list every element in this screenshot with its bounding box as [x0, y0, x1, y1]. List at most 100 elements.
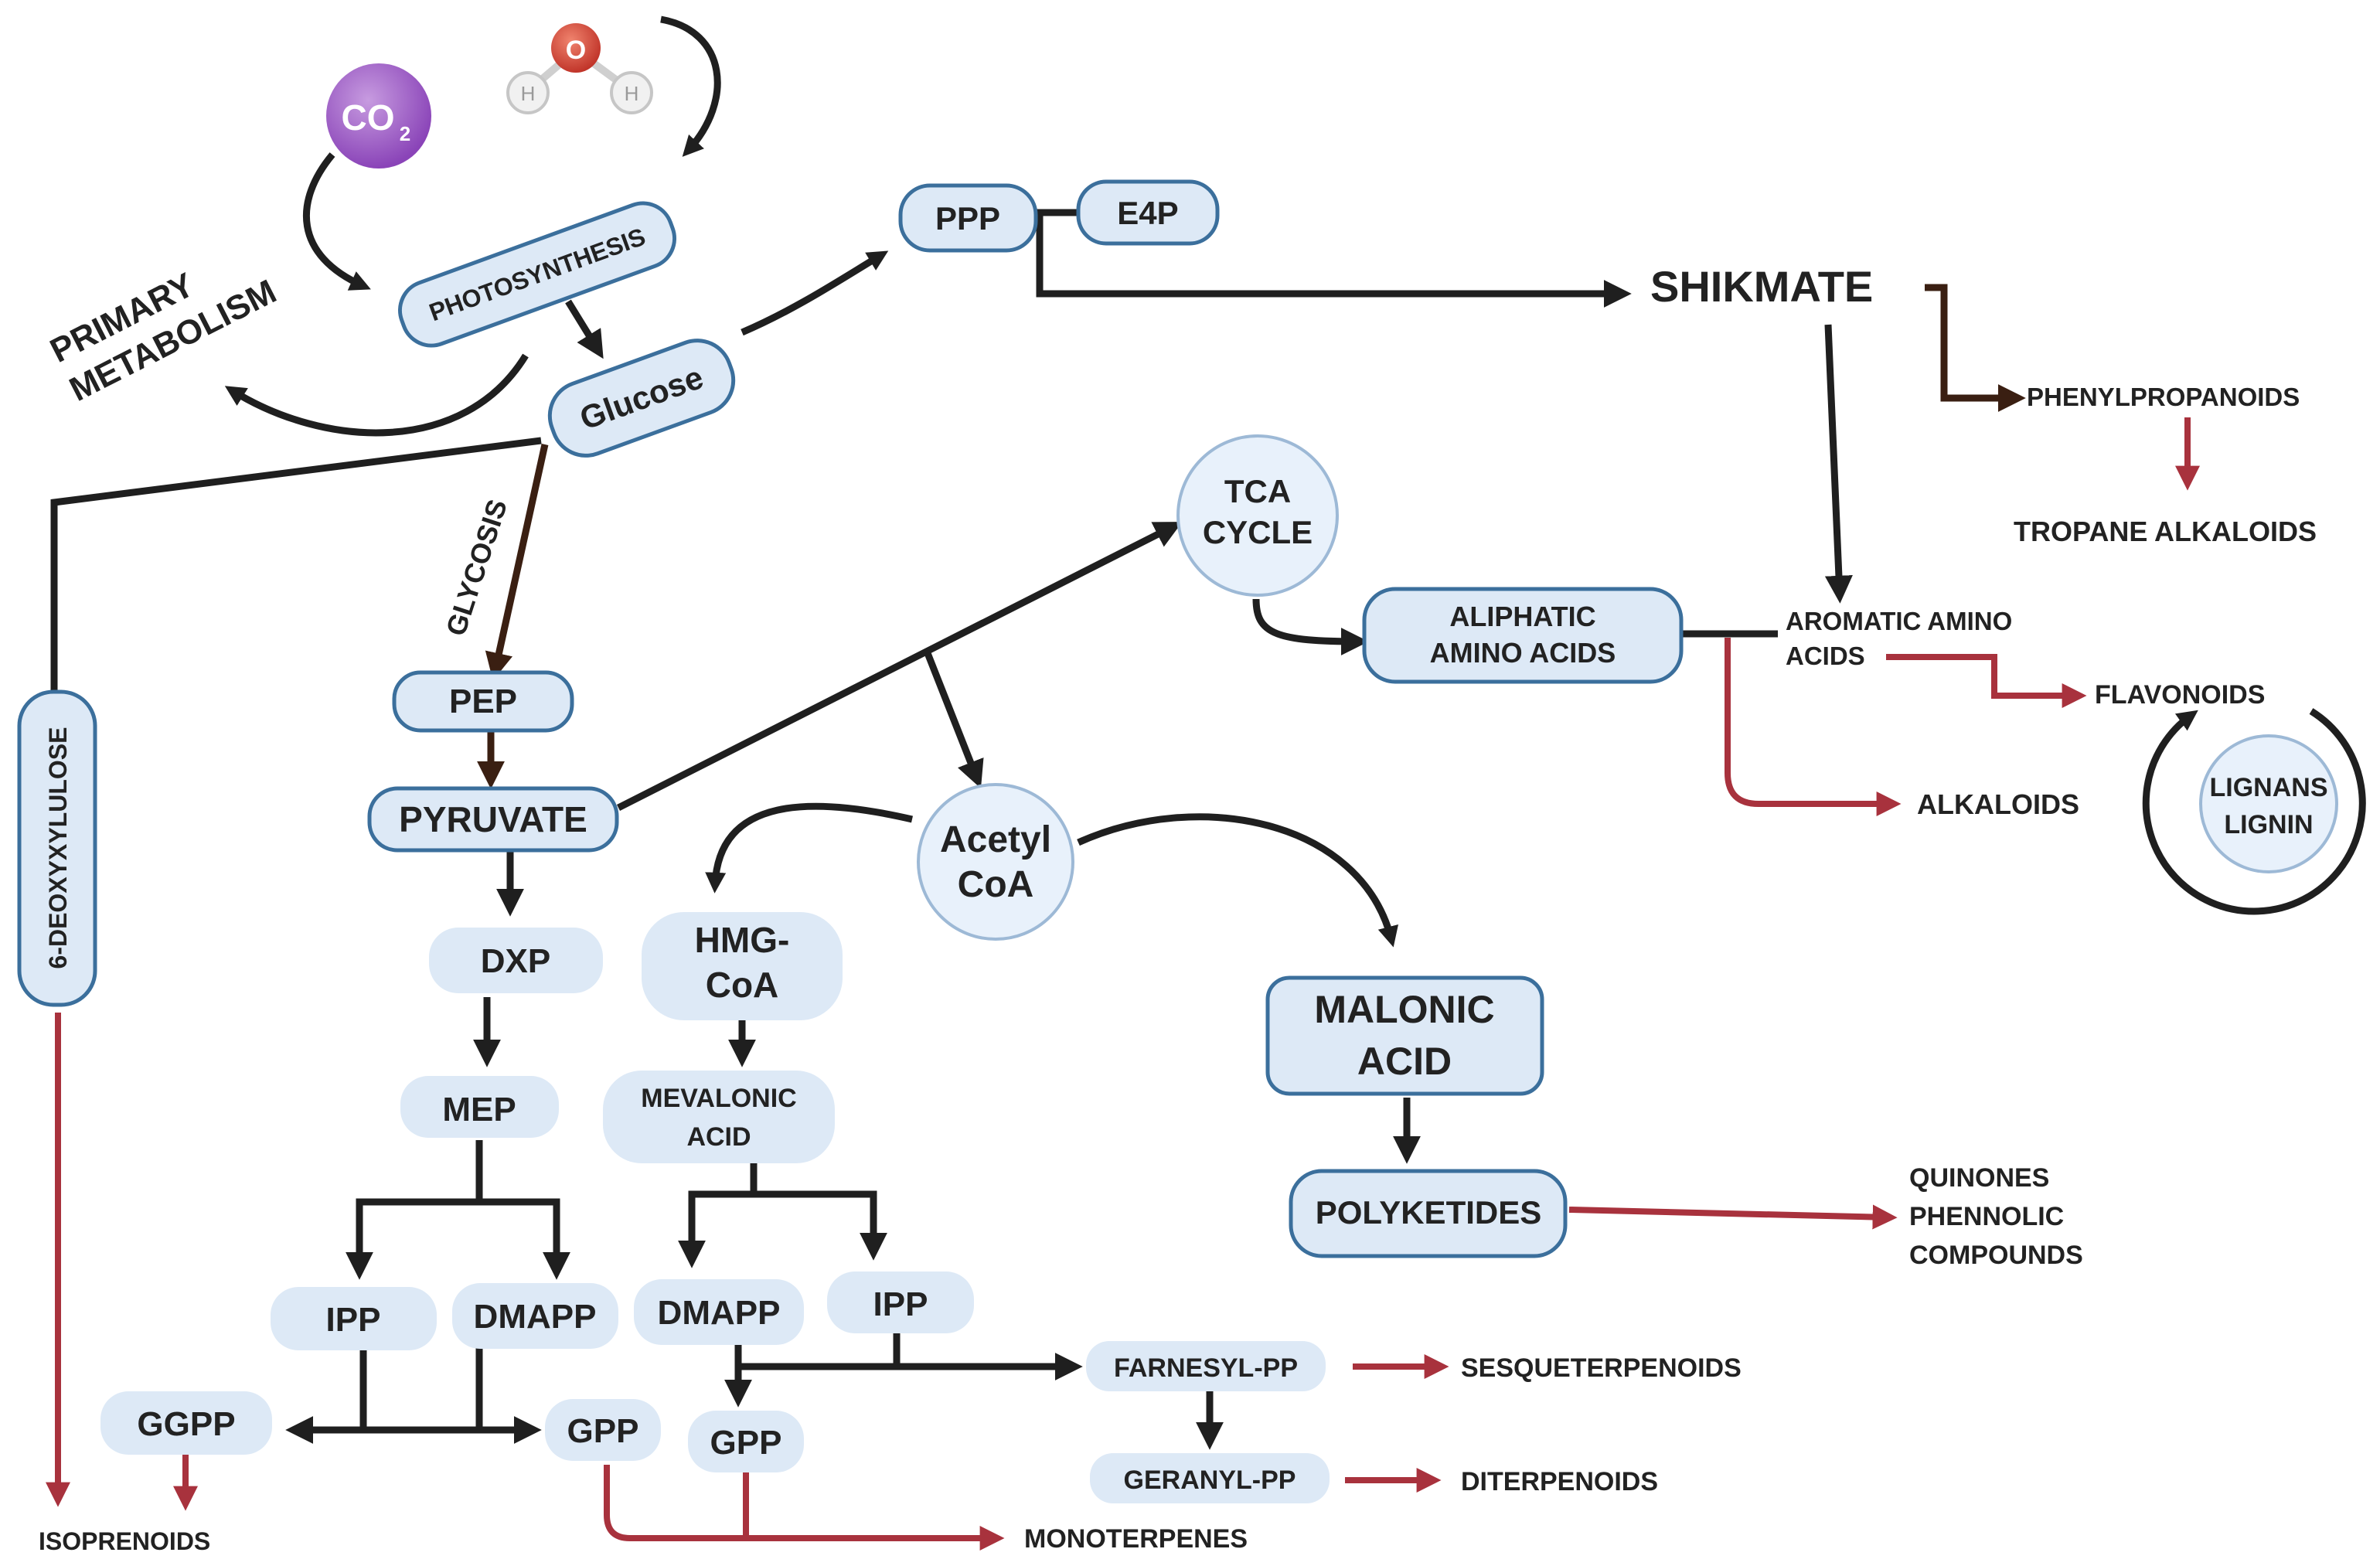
gpp-left-node[interactable]: GPP [545, 1399, 661, 1461]
diterpenoids-label: DITERPENOIDS [1461, 1467, 1658, 1496]
hydrogen-label-2: H [625, 82, 639, 105]
connectors [46, 15, 2366, 1551]
gpp-right-node[interactable]: GPP [688, 1411, 804, 1472]
gpp-left-label: GPP [567, 1412, 639, 1450]
malonic-acid-node[interactable]: MALONIC ACID [1265, 975, 1544, 1096]
oxygen-label: O [566, 36, 586, 65]
arrow-glucose-primary-metabolism [224, 353, 529, 437]
arrow-mevalonic-ipp [754, 1190, 887, 1261]
line-glucose-deoxyxylulose [50, 437, 542, 692]
pyruvate-node[interactable]: PYRUVATE [367, 786, 619, 853]
acetyl-coa-node[interactable]: Acetyl CoA [917, 783, 1074, 941]
pep-node[interactable]: PEP [392, 670, 574, 733]
shikmate-label: SHIKMATE [1650, 262, 1873, 311]
isoprenoids-label: ISOPRENOIDS [39, 1527, 210, 1555]
arrow-tca-aliphatic [1252, 598, 1369, 655]
arrow-acetyl-malonic [1077, 813, 1399, 948]
quinones-label-line1: QUINONES [1909, 1163, 2049, 1193]
ipp-left-label: IPP [326, 1301, 381, 1339]
tca-label-line1: TCA [1224, 473, 1291, 509]
e4p-node[interactable]: E4P [1076, 179, 1220, 246]
aliphatic-label-line2: AMINO ACIDS [1430, 637, 1616, 669]
flavonoids-label: FLAVONOIDS [2095, 680, 2265, 710]
ppp-node[interactable]: PPP [898, 183, 1038, 253]
lignans-label-line2: LIGNIN [2224, 810, 2313, 839]
glycosis-label: GLYCOSIS [440, 495, 513, 639]
arrow-polyketides-quinones [1568, 1204, 1898, 1230]
mevalonic-acid-node[interactable]: MEVALONIC ACID [603, 1071, 835, 1163]
co2-label: CO [342, 97, 395, 138]
photosynthesis-node[interactable]: PHOTOSYNTHESIS [392, 195, 683, 353]
dmapp-right-label: DMAPP [658, 1294, 781, 1332]
ggpp-node[interactable]: GGPP [100, 1391, 272, 1455]
arrow-mep-ipp [346, 1140, 483, 1280]
aromatic-label-line1: AROMATIC AMINO [1786, 607, 2012, 635]
arrow-mevalonic-dmapp [678, 1156, 758, 1268]
polyketides-node[interactable]: POLYKETIDES [1289, 1169, 1568, 1258]
polyketides-label: POLYKETIDES [1316, 1194, 1542, 1231]
arrow-acetyl-hmg [705, 802, 914, 894]
farnesyl-label: FARNESYL-PP [1114, 1353, 1298, 1383]
quinones-label-line2: PHENNOLIC [1909, 1202, 2064, 1231]
hmg-coa-node[interactable]: HMG- CoA [642, 912, 843, 1020]
hmg-label-line1: HMG- [695, 920, 790, 960]
gpp-right-label: GPP [710, 1424, 782, 1462]
ipp-right-label: IPP [873, 1285, 928, 1323]
hydrogen-label-1: H [521, 82, 536, 105]
mevalonic-label-line2: ACID [686, 1122, 751, 1152]
tca-label-line2: CYCLE [1203, 514, 1313, 550]
monoterpenes-label: MONOTERPENES [1024, 1524, 1248, 1554]
ggpp-label: GGPP [137, 1405, 235, 1443]
tropane-alkaloids-label: TROPANE ALKALOIDS [2014, 516, 2317, 547]
e4p-label: E4P [1117, 195, 1178, 231]
mevalonic-label-line1: MEVALONIC [641, 1084, 796, 1113]
arrow-to-acetyl-coa [924, 652, 984, 789]
hmg-label-line2: CoA [706, 965, 779, 1005]
ipp-left-node[interactable]: IPP [271, 1287, 437, 1350]
phenylpropanoids-label: PHENYLPROPANOIDS [2027, 383, 2300, 411]
dxp-label: DXP [481, 942, 550, 980]
deoxyxylulose-label: 6-DEOXYXYLULOSE [44, 727, 72, 969]
tca-cycle-node[interactable]: TCA CYCLE [1176, 434, 1339, 597]
ppp-label: PPP [935, 200, 1000, 237]
arrow-aromatic-flavonoids [1886, 654, 2087, 708]
co2-subscript: 2 [400, 122, 410, 145]
arrow-shikmate-aromatic [1824, 324, 1853, 604]
arrow-lignans-cycle [2142, 708, 2366, 915]
malonic-label-line1: MALONIC [1314, 988, 1494, 1031]
mep-node[interactable]: MEP [400, 1076, 559, 1138]
arrow-gpp-monoterpenes [604, 1465, 1005, 1551]
dmapp-right-node[interactable]: DMAPP [634, 1279, 804, 1345]
deoxyxylulose-node[interactable]: 6-DEOXYXYLULOSE [17, 689, 97, 1007]
malonic-label-line2: ACID [1357, 1040, 1452, 1083]
aromatic-label-line2: ACIDS [1786, 642, 1865, 670]
dxp-node[interactable]: DXP [429, 928, 603, 993]
aliphatic-amino-acids-node[interactable]: ALIPHATIC AMINO ACIDS [1362, 587, 1684, 684]
co2-molecule-icon: CO 2 [326, 63, 431, 169]
aliphatic-label-line1: ALIPHATIC [1449, 601, 1595, 632]
quinones-label-line3: COMPOUNDS [1909, 1241, 2083, 1270]
arrow-photosynthesis-glucose [565, 299, 604, 359]
lignans-lignin-node[interactable]: LIGNANS LIGNIN [2199, 734, 2338, 873]
pyruvate-label: PYRUVATE [399, 799, 587, 839]
mep-label: MEP [442, 1091, 516, 1129]
glucose-node[interactable]: Glucose [540, 331, 743, 465]
arrow-shikmate-phenylpropanoids [1925, 284, 2026, 412]
geranyl-pp-node[interactable]: GERANYL-PP [1090, 1453, 1330, 1503]
ipp-right-node[interactable]: IPP [827, 1272, 974, 1333]
farnesyl-pp-node[interactable]: FARNESYL-PP [1086, 1341, 1326, 1391]
arrow-mep-dmapp [479, 1198, 570, 1280]
arrow-pyruvate-tca [616, 522, 1183, 812]
dmapp-left-label: DMAPP [474, 1298, 597, 1336]
acetyl-label-line2: CoA [958, 864, 1034, 905]
acetyl-label-line1: Acetyl [940, 819, 1051, 860]
geranyl-label: GERANYL-PP [1124, 1466, 1296, 1495]
lignans-label-line1: LIGNANS [2210, 773, 2328, 802]
alkaloids-label: ALKALOIDS [1917, 788, 2079, 820]
arrow-ppp-shikmate [1036, 213, 1632, 308]
water-molecule-icon: O H H [506, 23, 653, 114]
arrow-co2-photosynthesis [302, 152, 371, 291]
arrow-aliphatic-alkaloids [1725, 638, 1902, 816]
dmapp-left-node[interactable]: DMAPP [452, 1283, 618, 1349]
